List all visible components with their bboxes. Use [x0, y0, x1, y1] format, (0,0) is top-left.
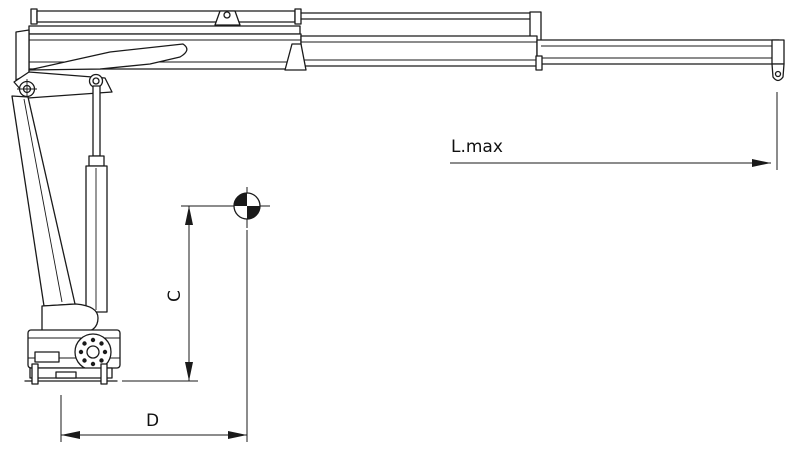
slew-motor-bolt [90, 361, 96, 367]
cylinder-mount-pin [223, 11, 231, 19]
slew-motor-bolt [82, 358, 87, 363]
mounting-bolt-right [100, 363, 108, 385]
cylinder-end-cap-right [294, 8, 302, 25]
dimension-lmax: L.max [450, 92, 778, 170]
d-arrow-right-icon [228, 431, 247, 439]
slew-motor-bolt [78, 349, 84, 355]
slew-motor-bolts [78, 337, 108, 367]
dimension-c: C [122, 205, 228, 382]
boom-gusset-plate [28, 43, 188, 71]
lift-cylinder-barrel [85, 165, 108, 313]
top-extension-cylinder [30, 8, 542, 46]
boom-guide-block [535, 55, 543, 71]
column-inner-line [23, 98, 63, 303]
crane-column [11, 95, 76, 307]
boom-tip-head [771, 39, 785, 65]
cog-quadrant-top-left [234, 193, 247, 206]
boom-extension-1 [300, 35, 538, 67]
boom-extension-2 [536, 39, 780, 65]
lift-cylinder [85, 85, 108, 313]
boom-top-rail [28, 25, 301, 35]
cylinder-top-pin-inner [92, 77, 100, 85]
slew-motor-bolt [82, 341, 87, 346]
column-foot [41, 303, 99, 334]
hook-pin [774, 70, 782, 78]
d-label: D [146, 411, 159, 431]
cylinder-barrel [36, 10, 296, 23]
base-clamp [55, 371, 77, 379]
c-arrow-bottom-icon [185, 362, 193, 381]
slew-motor-bolt [90, 337, 96, 343]
boom-hinge-assembly [13, 29, 188, 99]
slew-motor-bolt [99, 341, 104, 346]
slew-gear-cover [34, 351, 60, 363]
lmax-label: L.max [451, 137, 503, 157]
cog-quadrant-bottom-right [247, 206, 260, 219]
lmax-arrow-icon [752, 159, 771, 167]
mounting-bolt-left [31, 363, 39, 385]
d-arrow-left-icon [61, 431, 80, 439]
lift-cylinder-rod [92, 85, 101, 157]
slew-motor-hub [86, 345, 100, 359]
slew-motor-bolt [99, 358, 104, 363]
center-of-gravity-icon [226, 187, 270, 228]
boom-root-plate [15, 29, 30, 81]
slew-motor-bolt [102, 349, 108, 355]
c-arrow-top-icon [185, 206, 193, 225]
crane-base [24, 303, 121, 385]
c-label: C [165, 290, 185, 302]
dimension-d: D [60, 230, 248, 442]
cylinder-end-cap-left [30, 8, 38, 25]
lift-cylinder-gland [88, 155, 105, 167]
boom-support-bracket [284, 43, 307, 71]
